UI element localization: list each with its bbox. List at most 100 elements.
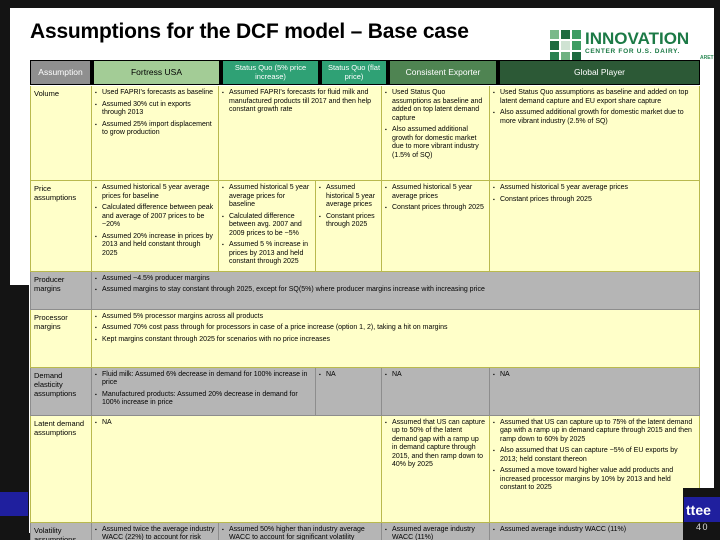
bullet-item: ▪Calculated difference between peak and … [95, 204, 215, 230]
logo-line2: CENTER FOR U.S. DAIRY. [585, 48, 680, 55]
square-bullet-icon: ▪ [222, 526, 224, 533]
bullet-item: ▪Assumed 20% increase in prices by 2013 … [95, 233, 215, 259]
table-header-row: Assumption Fortress USA Status Quo (5% p… [30, 60, 700, 85]
innovation-logo-icon [550, 30, 581, 61]
square-bullet-icon: ▪ [222, 90, 224, 96]
square-bullet-icon: ▪ [319, 213, 321, 220]
square-bullet-icon: ▪ [222, 242, 224, 248]
header-status-quo-flat: Status Quo (flat price) [321, 60, 387, 85]
navy-accent-left [0, 492, 28, 516]
cell-volume-global: ▪Used Status Quo assumptions as baseline… [490, 86, 700, 181]
bullet-item: ▪Assumed margins to stay constant throug… [95, 286, 696, 295]
cell-demand-fortress-sq: ▪Fluid milk: Assumed 6% decrease in dema… [92, 367, 316, 416]
bullet-text: Assumed average industry WACC (11%) [500, 525, 627, 533]
square-bullet-icon: ▪ [95, 526, 97, 533]
cell-latent-consistent: ▪Assumed that US can capture up to 50% o… [382, 415, 490, 523]
bullet-text: Used FAPRI's forecasts as baseline [102, 89, 214, 96]
header-global-player: Global Player [499, 60, 700, 85]
cell-price-consistent: ▪Assumed historical 5 year average price… [382, 181, 490, 272]
footer-overlay: ttee [684, 497, 720, 522]
row-label: Volume [31, 86, 92, 181]
bullet-text: Assumed historical 5 year average prices… [102, 184, 210, 200]
bullet-text: Manufactured products: Assumed 20% decre… [102, 390, 298, 407]
row-label: Processor margins [31, 309, 92, 368]
innovation-center-logo: INNOVATION CENTER FOR U.S. DAIRY. [550, 30, 689, 61]
bullet-item: ▪Assumed 70% cost pass through for proce… [95, 324, 696, 333]
bullet-item: ▪ Assumed FAPRI's forecasts for fluid mil… [222, 89, 378, 115]
square-bullet-icon: ▪ [493, 371, 495, 378]
bullet-text: Calculated difference between avg. 2007 … [229, 212, 302, 237]
bullet-text: Assumed FAPRI's forecasts for fluid milk… [229, 89, 372, 113]
square-bullet-icon: ▪ [95, 90, 97, 96]
bullet-item: ▪ Used FAPRI's forecasts as baseline [95, 89, 215, 98]
logo-tile [550, 30, 559, 39]
square-bullet-icon: ▪ [95, 275, 97, 282]
square-bullet-icon: ▪ [319, 371, 321, 378]
bullet-item: ▪Constant prices through 2025 [385, 204, 486, 213]
bullet-item: ▪Constant prices through 2025 [319, 213, 378, 230]
header-status-quo-increase: Status Quo (5% price increase) [222, 60, 319, 85]
square-bullet-icon: ▪ [95, 121, 97, 128]
bullet-text: Assumed 70% cost pass through for proces… [102, 324, 448, 331]
bullet-item: ▪ Assumed historical 5 year average price… [493, 184, 696, 193]
bullet-item: ▪ Assumed 25% import displacement to grow… [95, 121, 215, 138]
bullet-text: Assumed that US can capture up to 50% of… [392, 418, 485, 469]
bullet-item: ▪ Assumed 5% processor margins across all… [95, 313, 696, 322]
square-bullet-icon: ▪ [95, 185, 97, 191]
logo-tile [572, 52, 581, 61]
square-bullet-icon: ▪ [493, 185, 495, 191]
bullet-text: Constant prices through 2025 [500, 195, 592, 203]
square-bullet-icon: ▪ [319, 185, 321, 191]
logo-line1: INNOVATION [585, 29, 690, 48]
bullet-text: Assumed historical 5 year average prices… [229, 184, 310, 208]
square-bullet-icon: ▪ [95, 313, 97, 320]
bullet-item: ▪ Assumed historical 5 year average price… [95, 184, 215, 201]
bullet-text: Assumed 5% processor margins across all … [102, 312, 264, 320]
row-label: Demand elasticity assumptions [31, 367, 92, 416]
bullet-text: Assumed ~4.5% producer margins [102, 274, 210, 282]
bullet-text: Assumed historical 5 year average prices [500, 184, 629, 191]
cell-producer-merged: ▪ Assumed ~4.5% producer margins ▪Assumed … [92, 271, 700, 310]
bullet-item: ▪Assumed historical 5 year average price… [385, 184, 486, 201]
square-bullet-icon: ▪ [222, 213, 224, 220]
bullet-item: ▪ Calculated difference between avg. 2007… [222, 213, 312, 239]
cell-price-fortress: ▪ Assumed historical 5 year average price… [92, 181, 219, 272]
table-body: Volume ▪ Used FAPRI's forecasts as baseli… [30, 86, 700, 540]
bullet-item: ▪Assumed 5 % increase in prices by 2013 … [222, 241, 312, 267]
bullet-text: NA [102, 418, 112, 426]
square-bullet-icon: ▪ [385, 185, 387, 191]
footer-overlay-text: ttee [686, 501, 711, 518]
cell-demand-sq-flat: ▪NA [316, 367, 382, 416]
bullet-text: Assumed average industry WACC (11%) [392, 525, 475, 540]
bullet-text: Kept margins constant through 2025 for s… [102, 335, 331, 343]
square-bullet-icon: ▪ [493, 196, 495, 203]
square-bullet-icon: ▪ [95, 205, 97, 211]
watermark-fragment: ARET [700, 55, 714, 61]
cell-demand-global: ▪NA [490, 367, 700, 416]
bullet-item: ▪Assumed 50% higher than industry averag… [222, 526, 378, 540]
row-label: Producer margins [31, 271, 92, 310]
bullet-text: Assumed that US can capture up to 75% of… [500, 418, 693, 443]
page-number: 40 [696, 522, 710, 532]
square-bullet-icon: ▪ [385, 205, 387, 211]
bullet-item: ▪ Assumed average industry WACC (11%) [385, 526, 486, 540]
bullet-item: ▪Also assumed that US can capture ~5% of… [493, 447, 696, 464]
square-bullet-icon: ▪ [385, 90, 387, 96]
bullet-text: Assumed 25% import displacement to grow … [102, 120, 212, 137]
bullet-item: ▪Used Status Quo assumptions as baseline… [493, 89, 696, 106]
square-bullet-icon: ▪ [493, 419, 495, 426]
bullet-text: Used Status Quo assumptions as baseline … [392, 89, 483, 122]
bullet-text: Also assumed additional growth for domes… [392, 126, 479, 159]
bullet-text: Fluid milk: Assumed 6% decrease in deman… [102, 370, 308, 387]
cell-volatility-global: ▪ Assumed average industry WACC (11%) [490, 522, 700, 540]
cell-price-global: ▪ Assumed historical 5 year average price… [490, 181, 700, 272]
cell-demand-consistent: ▪NA [382, 367, 490, 416]
square-bullet-icon: ▪ [95, 336, 97, 343]
logo-tile [572, 41, 581, 50]
row-label: Volatility assumptions [31, 522, 92, 540]
bullet-item: ▪Assumed 30% cut in exports through 2013 [95, 101, 215, 118]
square-bullet-icon: ▪ [385, 526, 387, 533]
square-bullet-icon: ▪ [493, 526, 495, 533]
row-volume: Volume ▪ Used FAPRI's forecasts as baseli… [30, 86, 700, 181]
